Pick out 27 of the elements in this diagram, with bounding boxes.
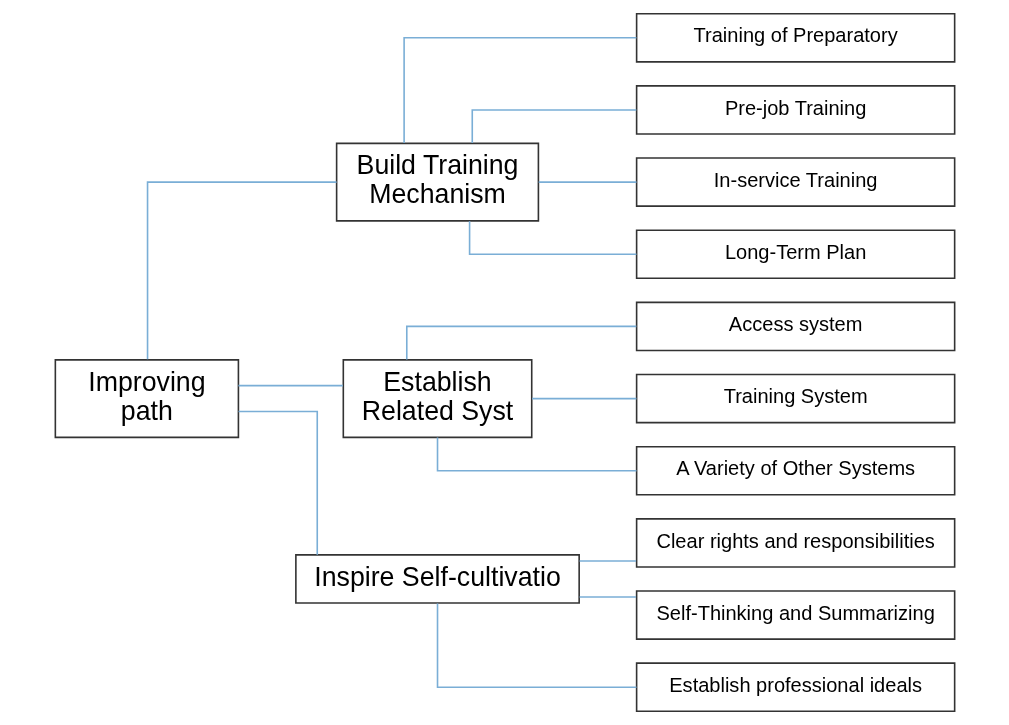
node-box: Self-Thinking and Summarizing <box>635 590 955 640</box>
node-box: Clear rights and responsibilities <box>635 518 955 568</box>
node-box: In-service Training <box>635 157 955 207</box>
node-box: Training of Preparatory <box>635 12 955 63</box>
connector <box>537 181 637 183</box>
connector <box>530 397 637 400</box>
connector <box>237 410 318 556</box>
node-box: A Variety of Other Systems <box>635 445 955 496</box>
node-box: Inspire Self-cultivatio <box>294 554 580 604</box>
node-box: Build Training Mechanism <box>335 142 539 222</box>
connector <box>146 181 337 361</box>
connector <box>405 325 637 361</box>
connector <box>578 596 637 598</box>
connector <box>436 602 637 688</box>
connector <box>578 560 637 562</box>
node-box: Establish Related Syst <box>342 359 533 439</box>
node-box: Improving path <box>54 359 239 439</box>
connector <box>468 220 637 256</box>
connector <box>237 384 344 387</box>
connector <box>436 436 637 472</box>
node-box: Training System <box>635 373 955 424</box>
node-box: Pre-job Training <box>635 85 955 135</box>
node-box: Long-Term Plan <box>635 229 955 280</box>
connector <box>402 37 637 144</box>
connector <box>470 109 637 144</box>
node-box: Access system <box>635 301 955 352</box>
node-box: Establish professional ideals <box>635 662 955 713</box>
